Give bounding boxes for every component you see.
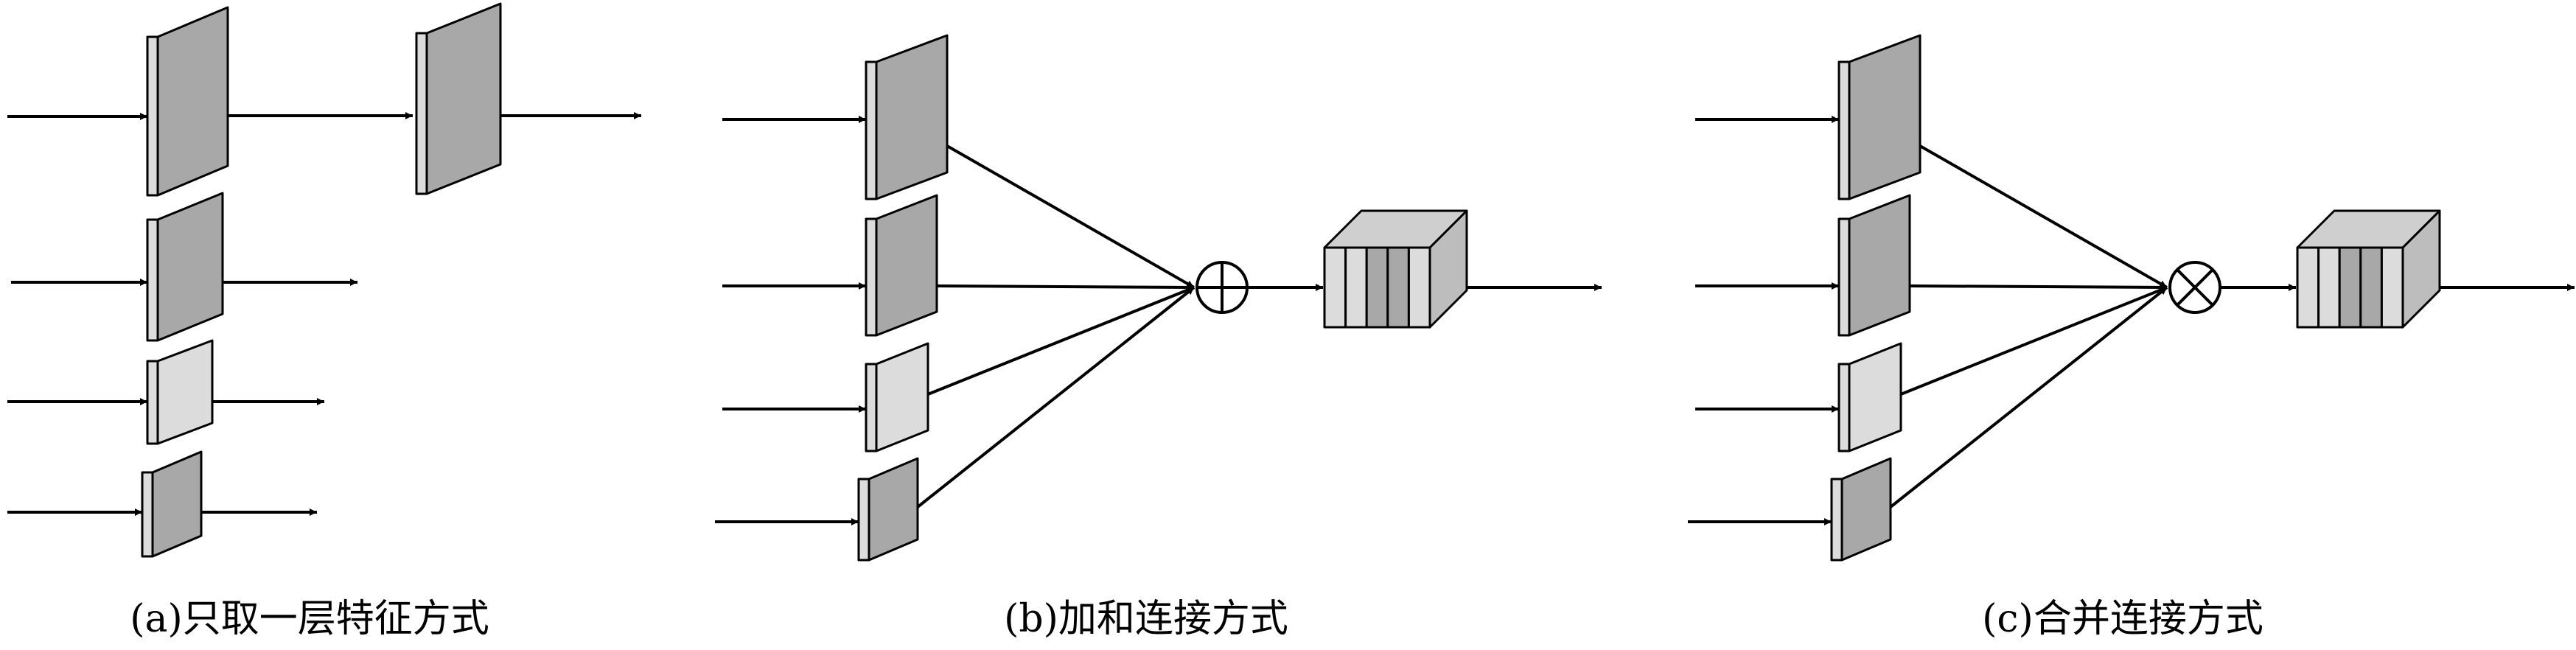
fusion-arrow: [936, 283, 1195, 291]
feature-block-medium: [146, 192, 224, 342]
slab-side: [415, 32, 428, 195]
slab-side: [865, 363, 878, 452]
fusion-operators: [1195, 261, 2221, 314]
slab-side: [141, 471, 154, 558]
cube-slice: [1386, 246, 1410, 329]
cube-slice: [1407, 246, 1431, 329]
slab-face: [156, 192, 224, 342]
slab-face: [1848, 34, 1921, 200]
plus-operator-icon: [1195, 261, 1249, 314]
cube-slice: [2380, 246, 2404, 329]
caption-panel-b: (b)加和连接方式: [1004, 597, 1288, 641]
feature-block: [1837, 34, 1921, 200]
slab-face: [151, 450, 203, 558]
cube-slice: [1365, 246, 1389, 329]
fusion-arrow: [946, 144, 1195, 289]
slab-side: [865, 217, 878, 337]
caption-panel-a: (a)只取一层特征方式: [130, 597, 489, 641]
fusion-arrow: [1909, 283, 2168, 291]
cube-slice: [1323, 246, 1347, 329]
concatenated-feature-cube: [2296, 209, 2441, 329]
slab-face: [156, 339, 214, 445]
slab-face: [875, 342, 929, 452]
connection-lines: [7, 112, 2575, 525]
slab-face: [875, 34, 949, 200]
times-operator-icon: [2168, 261, 2221, 314]
slab-side: [865, 60, 878, 200]
cube-slice: [2317, 246, 2341, 329]
feature-block: [1837, 194, 1911, 337]
feature-block: [857, 457, 919, 562]
feature-block: [865, 342, 929, 452]
slab-face: [156, 6, 229, 197]
slab-side: [857, 478, 870, 562]
slab-side: [146, 218, 159, 342]
fusion-arrow: [1900, 286, 2168, 396]
operator-mark: [2176, 268, 2214, 307]
slab-face: [868, 457, 919, 562]
caption-panel-c: (c)合并连接方式: [1982, 597, 2263, 641]
slab-side: [1837, 217, 1851, 337]
feature-block: [1830, 457, 1892, 562]
slab-face: [875, 194, 938, 337]
feature-blocks: [141, 2, 2441, 562]
cube-slice: [1344, 246, 1368, 329]
feature-block-large: [146, 6, 229, 197]
feature-block: [865, 194, 938, 337]
slab-side: [146, 360, 159, 445]
cube-slice: [2359, 246, 2383, 329]
fusion-arrow: [1889, 286, 2168, 509]
slab-side: [146, 35, 159, 197]
feature-block-small: [141, 450, 203, 558]
slab-face: [425, 2, 502, 195]
fusion-arrow: [1919, 144, 2168, 289]
cube-slice: [2296, 246, 2320, 329]
cube-slice: [2338, 246, 2362, 329]
fusion-arrow: [927, 286, 1195, 396]
slab-face: [1848, 194, 1911, 337]
slab-side: [1837, 60, 1851, 200]
slab-side: [1830, 478, 1843, 562]
slab-side: [1837, 363, 1851, 452]
feature-block-small: [146, 339, 214, 445]
concatenated-feature-cube: [1323, 209, 1468, 329]
feature-block: [1837, 342, 1902, 452]
feature-block-large: [415, 2, 502, 195]
fusion-arrow: [916, 286, 1195, 509]
slab-face: [1848, 342, 1902, 452]
feature-block: [865, 34, 949, 200]
slab-face: [1840, 457, 1892, 562]
